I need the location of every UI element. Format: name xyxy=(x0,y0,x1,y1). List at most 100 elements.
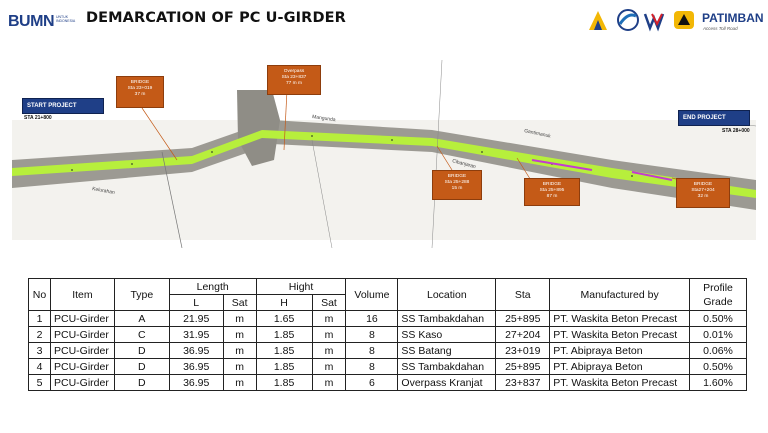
callout-bridge-25288: BRIDGE Sta 25+288 15 m xyxy=(432,170,482,200)
cell-volume: 8 xyxy=(345,342,399,359)
cell-length: 31.95 xyxy=(168,326,224,343)
table-row: 1 PCU-Girder A 21.95 m 1.65 m 16 SS Tamb… xyxy=(28,310,748,327)
cell-type: D xyxy=(113,358,170,375)
cell-length-sat: m xyxy=(222,326,257,343)
col-length-sat: Sat xyxy=(222,294,257,311)
waskita-logo-icon xyxy=(643,8,671,36)
cell-manufactured-by: PT. Abipraya Beton xyxy=(549,342,690,359)
road-label-kelurahan: Kelurahan xyxy=(92,186,116,196)
cell-manufactured-by: PT. Waskita Beton Precast xyxy=(549,310,690,327)
cell-length-sat: m xyxy=(222,342,257,359)
callout-bridge-23019: BRIDGE Sta 23+019 37 m xyxy=(116,76,164,108)
cell-item: PCU-Girder xyxy=(49,310,115,327)
ministry-logo-icon xyxy=(585,8,613,36)
aerial-map-image: Gantimanuk Mangunda Cibanjaran Kelurahan xyxy=(12,60,756,248)
page-title: DEMARCATION OF PC U-GIRDER xyxy=(86,10,346,26)
callout-line: Overpass xyxy=(283,69,305,74)
cell-hight-sat: m xyxy=(311,358,347,375)
callout-line: BRIDGE xyxy=(542,182,562,187)
cell-manufactured-by: PT. Waskita Beton Precast xyxy=(549,326,690,343)
col-type: Type xyxy=(113,278,170,311)
callout-line: 32 m xyxy=(697,194,709,199)
cell-item: PCU-Girder xyxy=(49,374,115,391)
callout-line: Sta 25+895 xyxy=(539,188,565,193)
col-sta: Sta xyxy=(495,278,551,311)
patimban-logo-subtitle: Access Toll Road xyxy=(703,26,738,31)
col-profile-grade-line2: Grade xyxy=(703,295,733,308)
bumn-logo: BUMN UNTUK INDONESIA xyxy=(8,12,75,32)
callout-overpass-23837: Overpass Sta 23+837 77 m m xyxy=(267,65,321,95)
road-label-mangunda: Mangunda xyxy=(312,114,336,123)
cell-hight-sat: m xyxy=(311,342,347,359)
cell-hight: 1.65 xyxy=(255,310,313,327)
cell-sta: 25+895 xyxy=(495,358,551,375)
cell-hight: 1.85 xyxy=(255,374,313,391)
callout-line: Sta27+204 xyxy=(691,188,715,193)
cell-grade: 1.60% xyxy=(688,374,748,391)
callout-line: Sta 25+288 xyxy=(444,180,470,185)
cell-type: D xyxy=(113,342,170,359)
col-length: Length xyxy=(168,278,257,295)
callout-line: 77 m m xyxy=(286,81,302,86)
cell-hight: 1.85 xyxy=(255,358,313,375)
cell-volume: 8 xyxy=(345,358,399,375)
callout-line: 37 m xyxy=(134,92,146,97)
cell-type: C xyxy=(113,326,170,343)
cell-hight-sat: m xyxy=(311,310,347,327)
cell-item: PCU-Girder xyxy=(49,342,115,359)
cell-volume: 8 xyxy=(345,326,399,343)
table-row: 5 PCU-Girder D 36.95 m 1.85 m 6 Overpass… xyxy=(28,374,748,391)
cell-sta: 25+895 xyxy=(495,310,551,327)
cell-length: 36.95 xyxy=(168,342,224,359)
callout-line: Sta 23+019 xyxy=(127,86,153,91)
col-manufactured-by: Manufactured by xyxy=(549,278,690,311)
start-project-sta: STA 21+800 xyxy=(24,115,52,121)
cell-length: 36.95 xyxy=(168,374,224,391)
table-row: 4 PCU-Girder D 36.95 m 1.85 m 8 SS Tamba… xyxy=(28,358,748,375)
callout-line: BRIDGE xyxy=(130,80,150,85)
toll-authority-logo-icon xyxy=(615,8,643,36)
table-row: 2 PCU-Girder C 31.95 m 1.85 m 8 SS Kaso … xyxy=(28,326,748,343)
callout-bridge-25895: BRIDGE Sta 25+895 87 m xyxy=(524,178,580,206)
cell-grade: 0.06% xyxy=(688,342,748,359)
abipraya-logo-icon xyxy=(671,8,699,36)
cell-location: SS Batang xyxy=(397,342,497,359)
alignment-map: Gantimanuk Mangunda Cibanjaran Kelurahan… xyxy=(12,60,756,248)
cell-hight: 1.85 xyxy=(255,342,313,359)
col-location: Location xyxy=(397,278,497,311)
cell-hight-sat: m xyxy=(311,374,347,391)
cell-type: A xyxy=(113,310,170,327)
callout-line: Sta 23+837 xyxy=(281,75,307,80)
cell-grade: 0.01% xyxy=(688,326,748,343)
cell-no: 1 xyxy=(28,310,51,327)
col-length-l: L xyxy=(168,294,224,311)
patimban-logo-text: PATIMBAN xyxy=(702,11,764,25)
col-profile-grade-line1: Profile xyxy=(703,281,733,294)
cell-length: 36.95 xyxy=(168,358,224,375)
callout-line: 15 m xyxy=(451,186,463,191)
callout-line: 87 m xyxy=(546,194,558,199)
cell-location: SS Tambakdahan xyxy=(397,358,497,375)
cell-hight-sat: m xyxy=(311,326,347,343)
cell-sta: 23+837 xyxy=(495,374,551,391)
cell-grade: 0.50% xyxy=(688,310,748,327)
cell-sta: 23+019 xyxy=(495,342,551,359)
partner-logos: PATIMBAN Access Toll Road xyxy=(585,6,764,40)
col-volume: Volume xyxy=(345,278,399,311)
start-project-tag: START PROJECT xyxy=(22,98,104,114)
cell-length-sat: m xyxy=(222,310,257,327)
cell-volume: 16 xyxy=(345,310,399,327)
cell-grade: 0.50% xyxy=(688,358,748,375)
col-profile-grade: Profile Grade xyxy=(688,278,748,311)
girder-table: No Item Type Length Hight Volume Locatio… xyxy=(28,278,748,391)
callout-line: BRIDGE xyxy=(693,182,713,187)
cell-no: 4 xyxy=(28,358,51,375)
cell-sta: 27+204 xyxy=(495,326,551,343)
cell-no: 5 xyxy=(28,374,51,391)
cell-length-sat: m xyxy=(222,374,257,391)
col-no: No xyxy=(28,278,51,311)
cell-location: SS Kaso xyxy=(397,326,497,343)
road-label-gantimanuk: Gantimanuk xyxy=(524,128,552,140)
callout-line: BRIDGE xyxy=(447,174,467,179)
col-item: Item xyxy=(49,278,115,311)
